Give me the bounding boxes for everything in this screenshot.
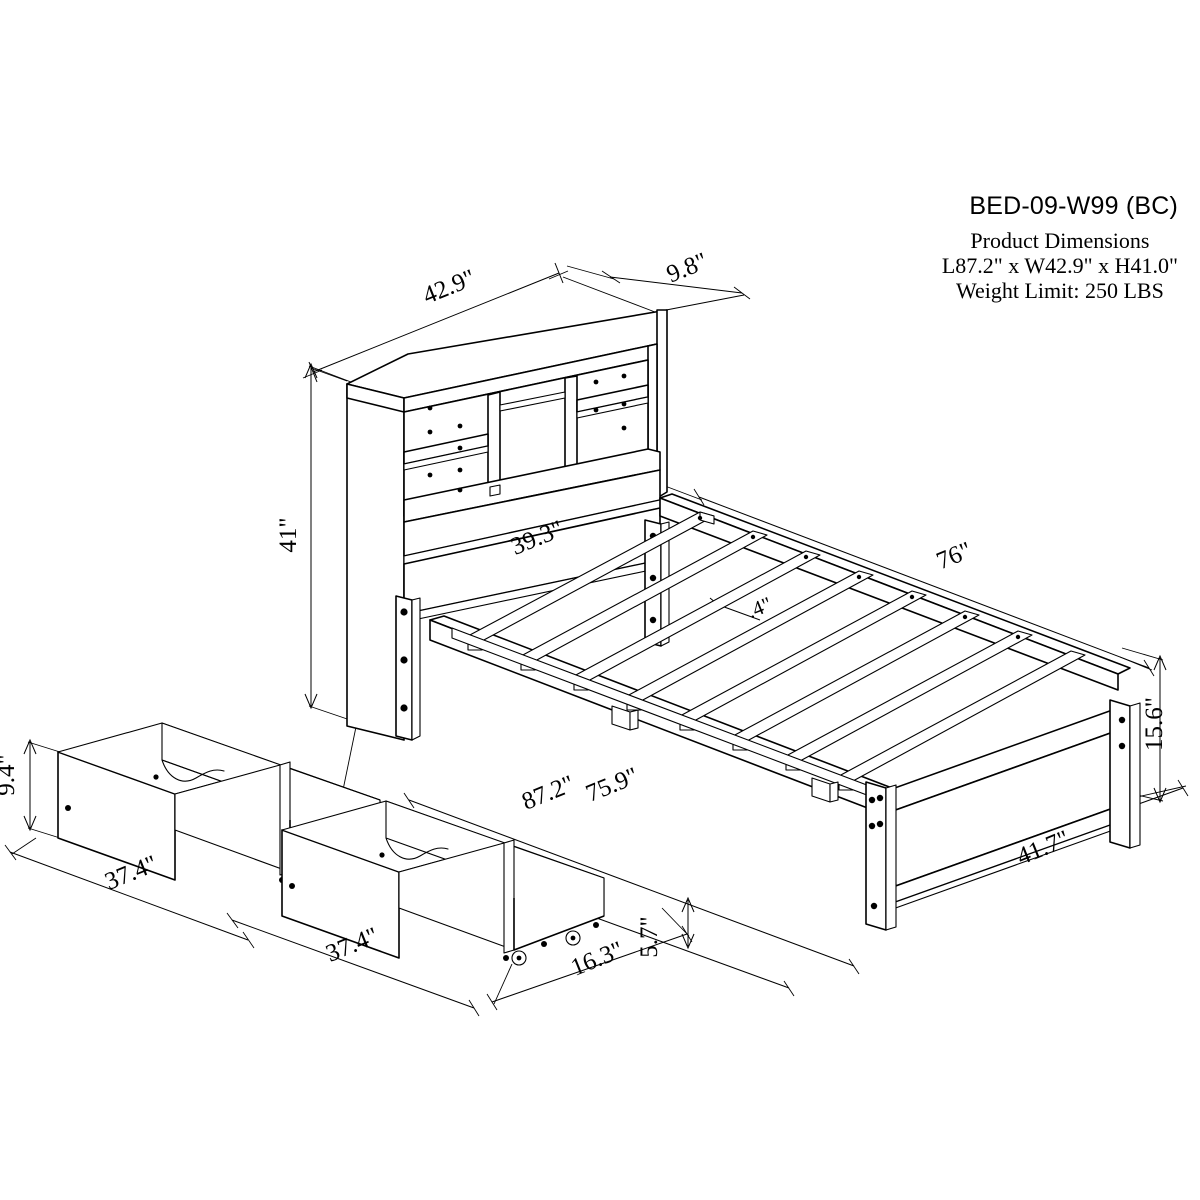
dim-overall-length: 87.2" [518,770,578,815]
dim-headboard-height: 41" [275,517,302,552]
bed-slats [451,511,1086,801]
dimensions-value: L87.2" x W42.9" x H41.0" [941,253,1178,278]
product-dimensions-block: Product Dimensions L87.2" x W42.9" x H41… [942,228,1178,303]
trundle-drawer-b [281,800,605,966]
headboard-bookcase [346,309,670,741]
dimensions-label: Product Dimensions [970,228,1150,253]
dim-drawer-side-height: 5.7" [636,916,663,957]
dim-frame-length: 75.9" [582,762,642,807]
dim-headboard-depth: 9.8" [663,248,712,289]
dim-bed-length: 76" [933,537,976,575]
dim-drawer-height: 9.4" [0,754,20,795]
drawer-casters [511,930,581,966]
product-sku: BED-09-W99 (BC) [969,192,1178,220]
dim-headboard-width: 42.9" [419,264,479,309]
footboard [865,699,1141,931]
dim-deck-height: 15.6" [1141,697,1168,751]
weight-limit: Weight Limit: 250 LBS [956,278,1164,303]
bed-frame [429,493,1141,931]
